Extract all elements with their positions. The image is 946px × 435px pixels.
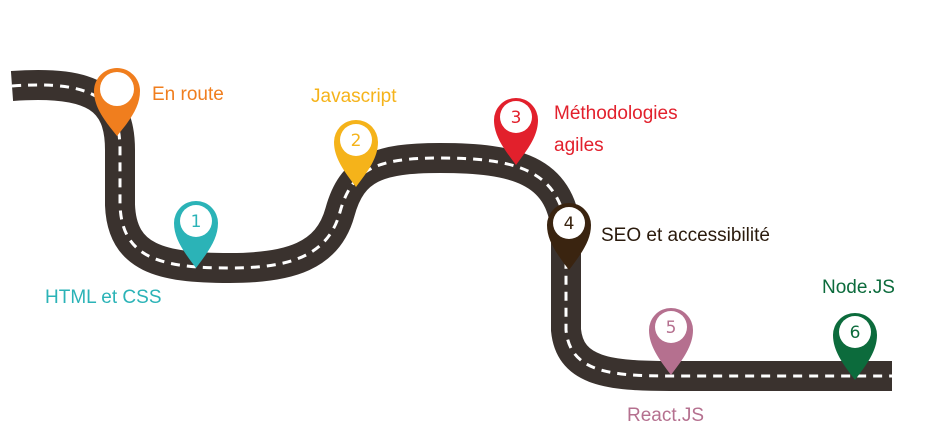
milestone-6-number: 6 — [850, 323, 861, 343]
milestone-3-number: 3 — [511, 108, 522, 128]
start-pin — [94, 68, 140, 136]
start-pin-hole — [100, 72, 134, 106]
milestone-3-pin: 3 — [494, 98, 538, 165]
milestone-6-inner — [839, 316, 871, 348]
milestone-6-pin: 6 — [833, 313, 877, 380]
road-center-dashes — [11, 83, 892, 378]
milestone-2-pin: 2 — [334, 119, 378, 187]
milestone-3-label-line1: Méthodologies — [554, 103, 678, 124]
milestone-5-label: React.JS — [627, 405, 705, 426]
milestone-2-number: 2 — [351, 131, 362, 151]
milestone-1-pin: 1 — [174, 201, 218, 268]
milestone-6-label: Node.JS — [822, 277, 895, 298]
milestone-4-pin: 4 — [547, 203, 591, 270]
milestone-5-inner — [655, 311, 687, 343]
milestone-4-label: SEO et accessibilité — [601, 225, 770, 246]
milestone-1-number: 1 — [191, 212, 202, 232]
milestone-1-label: HTML et CSS — [45, 287, 162, 308]
start-label: En route — [152, 84, 224, 105]
milestone-2-inner — [340, 124, 372, 156]
milestone-4-number: 4 — [564, 214, 575, 234]
milestone-5-pin: 5 — [649, 308, 693, 375]
milestone-2-label: Javascript — [311, 86, 397, 107]
milestone-5-number: 5 — [666, 318, 677, 338]
milestone-3-label-line2: agiles — [554, 135, 604, 156]
milestone-1-inner — [180, 205, 212, 237]
milestone-3-inner — [500, 101, 532, 133]
milestone-4-inner — [553, 207, 585, 239]
